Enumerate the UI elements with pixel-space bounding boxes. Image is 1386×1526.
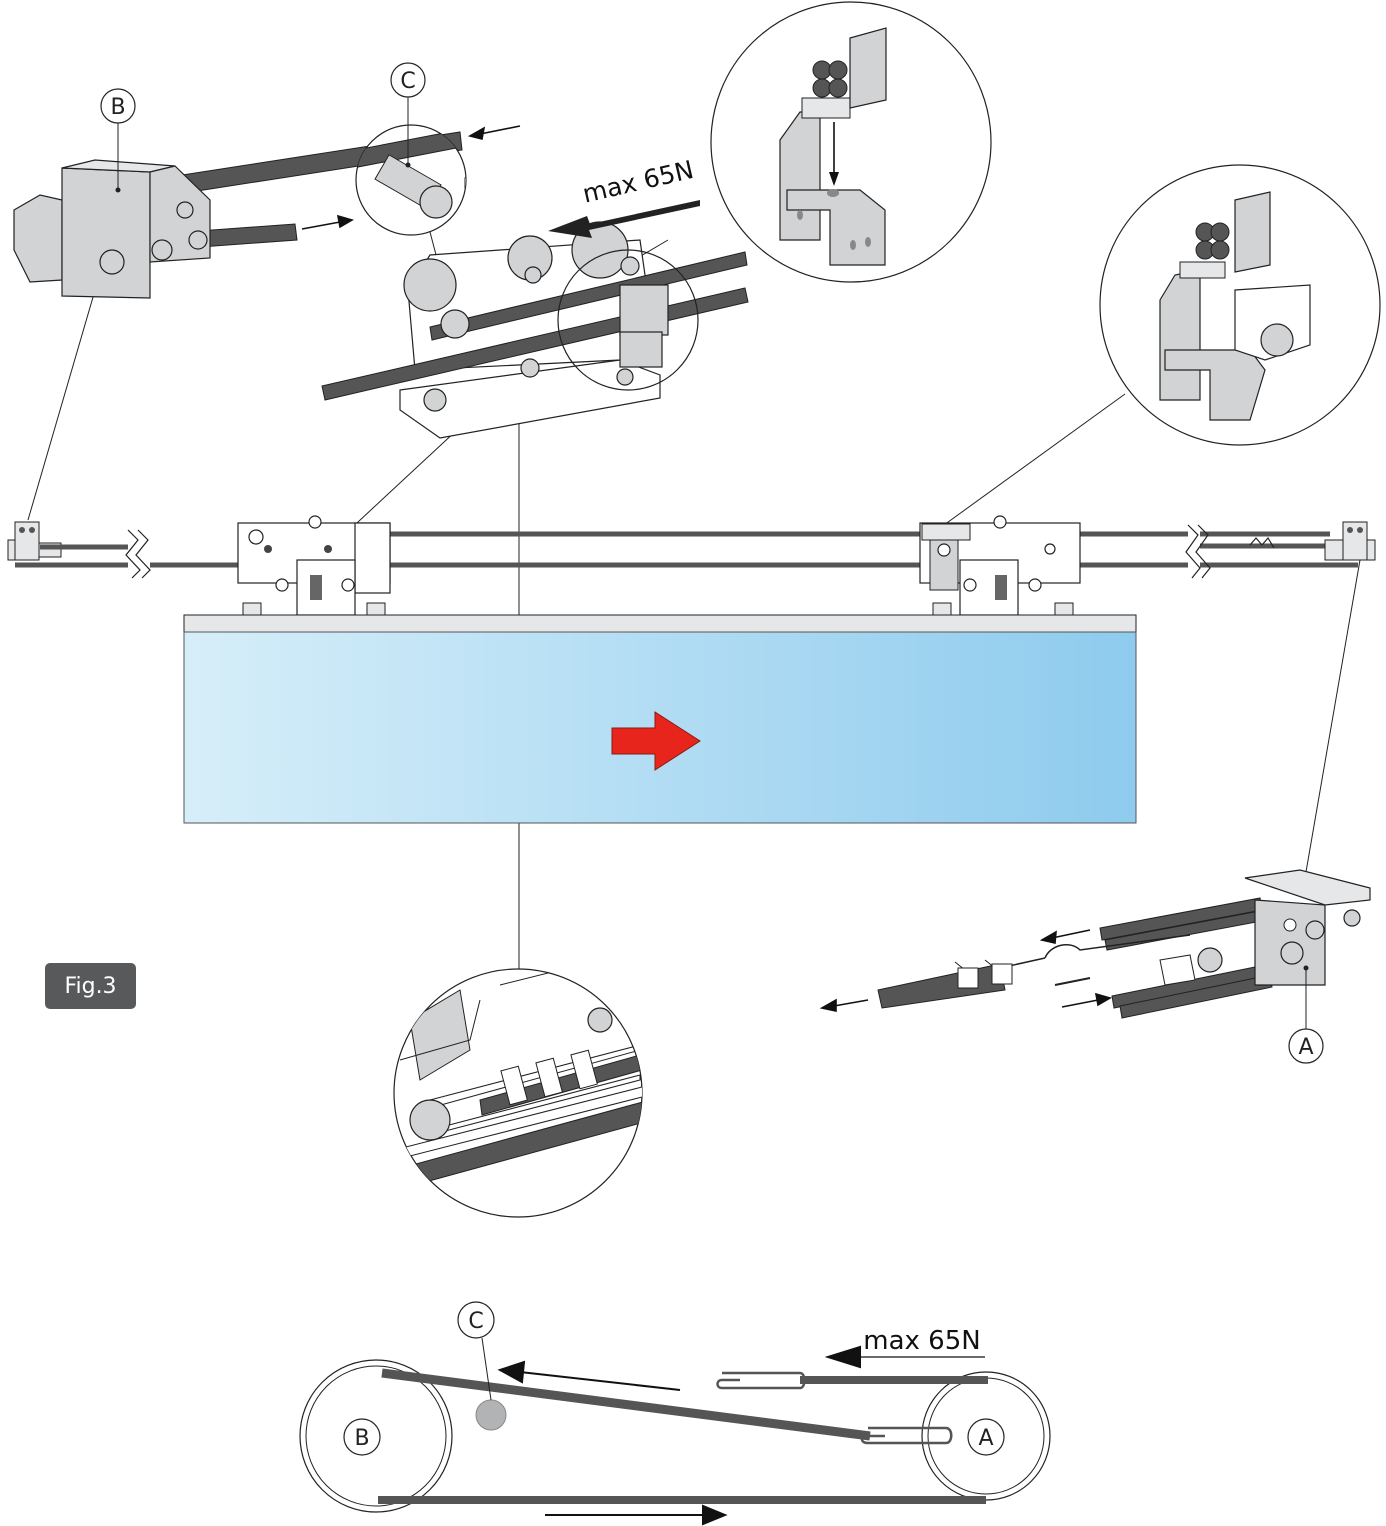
callout-a-top: A — [1288, 965, 1324, 1064]
svg-text:B: B — [354, 1426, 369, 1451]
schematic-arrows — [497, 1345, 985, 1526]
force-label-top: max 65N — [580, 155, 697, 209]
callout-a-bottom: A — [967, 1418, 1005, 1456]
cable-arrows-top-left — [301, 125, 521, 230]
detail-cable-ties — [394, 969, 642, 1191]
detail-c-pulley — [356, 127, 466, 219]
callout-c-top: C — [390, 62, 426, 168]
cable-arrows-bottom-right — [819, 929, 1113, 1012]
svg-text:C: C — [400, 69, 415, 94]
detail-connector-bracket — [1159, 191, 1311, 421]
track-assembly — [7, 515, 1376, 616]
trolley-detail — [321, 221, 749, 439]
svg-text:B: B — [110, 95, 125, 120]
direction-arrow — [611, 711, 701, 771]
callout-c-bottom: C — [457, 1301, 495, 1401]
pulley-schematic — [299, 1359, 1051, 1513]
end-bracket-a — [877, 869, 1371, 1019]
svg-text:A: A — [978, 1426, 993, 1451]
force-label-bottom: max 65N — [863, 1326, 980, 1356]
callout-b-bottom: B — [343, 1418, 381, 1456]
figure-label: Fig.3 — [45, 963, 136, 1009]
force-arrow-top — [548, 200, 700, 238]
detail-clip-bracket — [779, 27, 887, 266]
callout-b-top: B — [100, 88, 136, 193]
svg-text:A: A — [1298, 1035, 1313, 1060]
svg-text:C: C — [468, 1309, 483, 1334]
